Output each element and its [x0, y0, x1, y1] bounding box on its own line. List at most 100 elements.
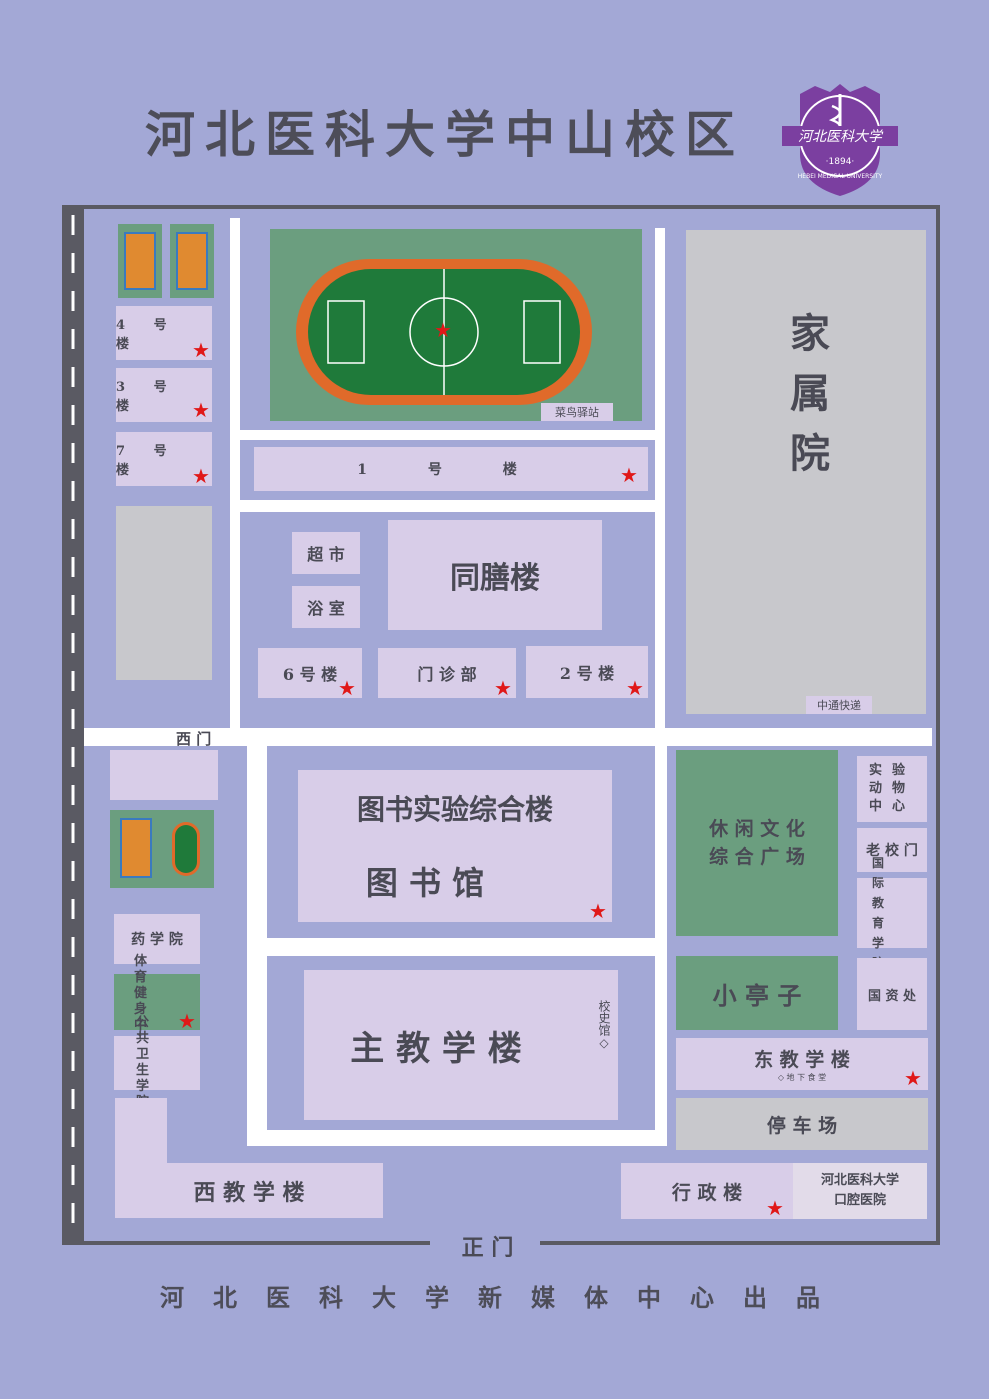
- cainiao-station[interactable]: 菜鸟驿站: [541, 403, 613, 421]
- zto-express[interactable]: 中通快递: [806, 696, 872, 714]
- pharmacy-school[interactable]: 药 学 院: [114, 914, 200, 964]
- logo-script-text: 河北医科大学: [798, 129, 884, 145]
- library-label: 图 书 馆: [365, 864, 485, 902]
- unlabeled-building-west: [110, 750, 218, 800]
- main-teaching-label: 主 教 学 楼: [350, 1028, 522, 1069]
- public-health-school[interactable]: 公共卫生学院: [114, 1015, 200, 1110]
- star-marker-bldg2: ★: [626, 676, 644, 700]
- footer-char: 中: [637, 1282, 661, 1312]
- footer-credit: 河 北 医 科 大 学 新 媒 体 中 心 出 品: [160, 1275, 820, 1315]
- parking-lot[interactable]: 停 车 场: [676, 1098, 928, 1150]
- pavilion-label: 小 亭 子: [712, 980, 802, 1010]
- family-compound[interactable]: 家属院: [686, 230, 926, 714]
- building-6[interactable]: 6 号 楼: [258, 648, 362, 698]
- campus-boundary-bottom-right: [540, 1241, 940, 1245]
- library-complex[interactable]: 图书实验综合楼 图 书 馆: [298, 770, 612, 922]
- footer-char: 学: [425, 1282, 449, 1312]
- canteen-label: 同膳楼: [450, 561, 540, 596]
- intl-edu-school[interactable]: 国际教育学院: [857, 856, 927, 970]
- star-marker-admin: ★: [766, 1196, 784, 1220]
- road-h-west-gate: [84, 728, 932, 746]
- west-teaching-label: 西 教 学 楼: [193, 1179, 305, 1206]
- road-v-left-lower: [247, 746, 267, 1146]
- star-marker-clinic: ★: [494, 676, 512, 700]
- main-gate-label: 正 门: [461, 1235, 514, 1261]
- pavilion[interactable]: 小 亭 子: [676, 956, 838, 1030]
- canteen[interactable]: 同膳楼: [388, 520, 602, 630]
- basketball-court-2: [170, 224, 214, 298]
- building-2-label: 2 号 楼: [559, 664, 615, 683]
- underground-canteen-label: ◇ 地 下 食 堂: [777, 1073, 827, 1082]
- clinic-label: 门 诊 部: [417, 665, 477, 684]
- footer-char: 心: [690, 1282, 714, 1312]
- page-title: 河北医科大学中山校区: [145, 105, 745, 164]
- building-4-label: 4 号 楼: [116, 318, 179, 352]
- university-logo: 河北医科大学 ·1894· HEBEI MEDICAL UNIVERSITY: [780, 74, 900, 200]
- star-marker-bldg7: ★: [192, 464, 210, 488]
- road-h-lower-1: [267, 938, 655, 956]
- footer-char: 体: [584, 1282, 608, 1312]
- public-health-label: 公共卫生学院: [136, 1015, 160, 1110]
- pharmacy-label: 药 学 院: [131, 932, 183, 948]
- road-v-mid-upper: [655, 228, 665, 728]
- star-marker-bldg6: ★: [338, 676, 356, 700]
- building-6-label: 6 号 楼: [282, 665, 338, 684]
- west-teaching-building[interactable]: 西 教 学 楼: [115, 1163, 383, 1218]
- intl-edu-label: 国际教育学院: [872, 856, 897, 970]
- building-3[interactable]: 3 号 楼: [116, 368, 212, 422]
- building-4[interactable]: 4 号 楼: [116, 306, 212, 360]
- dental-label: 河北医科大学 口腔医院: [820, 1173, 899, 1208]
- animal-center[interactable]: 实验动物中心: [857, 756, 927, 822]
- sports-center[interactable]: 体育健身中心: [114, 954, 200, 1049]
- footer-char: 品: [796, 1282, 820, 1312]
- building-1[interactable]: 1 号 楼: [254, 447, 648, 491]
- road-h-lower-2: [247, 1130, 667, 1146]
- gray-lot-west: [116, 506, 212, 680]
- zto-label: 中通快递: [817, 699, 861, 712]
- cainiao-label: 菜鸟驿站: [555, 406, 599, 419]
- parking-label: 停 车 场: [766, 1114, 838, 1137]
- clinic[interactable]: 门 诊 部: [378, 648, 516, 698]
- supermarket[interactable]: 超 市: [292, 532, 360, 574]
- assets-office[interactable]: 国 资 处: [857, 958, 927, 1030]
- east-teaching-building[interactable]: 东 教 学 楼 ◇ 地 下 食 堂: [676, 1038, 928, 1090]
- building-3-label: 3 号 楼: [116, 380, 179, 414]
- sports-field-area: [270, 229, 642, 421]
- old-gate[interactable]: 老 校 门: [857, 828, 927, 872]
- building-7-label: 7 号 楼: [116, 444, 179, 478]
- star-marker-bldg1: ★: [620, 463, 638, 487]
- dental-hospital[interactable]: 河北医科大学 口腔医院: [793, 1163, 927, 1219]
- footer-char: 北: [213, 1282, 237, 1312]
- leisure-plaza-label: 休 闲 文 化 综 合 广 场: [709, 818, 805, 868]
- star-marker-bldg3: ★: [192, 398, 210, 422]
- star-marker-east-teaching: ★: [904, 1066, 922, 1090]
- sports-courts-lower: [110, 810, 214, 888]
- road-v-mid-lower: [655, 746, 667, 1146]
- old-gate-label: 老 校 门: [866, 843, 918, 859]
- footer-char: 媒: [531, 1282, 555, 1312]
- basketball-court-1: [118, 224, 162, 298]
- star-marker-field: ★: [434, 318, 452, 342]
- building-2[interactable]: 2 号 楼: [526, 646, 648, 698]
- history-hall-label: 校史馆◇: [597, 1000, 611, 1050]
- footer-char: 医: [266, 1282, 290, 1312]
- footer-char: 大: [372, 1282, 396, 1312]
- footer-char: 新: [478, 1282, 502, 1312]
- leisure-plaza[interactable]: 休 闲 文 化 综 合 广 场: [676, 750, 838, 936]
- main-teaching-building[interactable]: 主 教 学 楼: [304, 970, 618, 1120]
- campus-boundary-bottom-left: [62, 1241, 430, 1245]
- logo-arc-text: HEBEI MEDICAL UNIVERSITY: [798, 173, 883, 180]
- star-marker-library: ★: [589, 899, 607, 923]
- star-marker-sports: ★: [178, 1009, 196, 1033]
- west-road: [62, 205, 84, 1245]
- building-7[interactable]: 7 号 楼: [116, 432, 212, 486]
- road-v-left-upper: [230, 218, 240, 728]
- bathhouse[interactable]: 浴 室: [292, 586, 360, 628]
- supermarket-label: 超 市: [307, 545, 345, 564]
- library-complex-label: 图书实验综合楼: [356, 793, 553, 826]
- animal-center-label: 实验动物中心: [869, 763, 916, 814]
- footer-char: 科: [319, 1282, 343, 1312]
- road-h-upper-2: [240, 500, 655, 512]
- east-teaching-label: 东 教 学 楼: [754, 1049, 850, 1071]
- admin-building[interactable]: 行 政 楼: [621, 1163, 793, 1219]
